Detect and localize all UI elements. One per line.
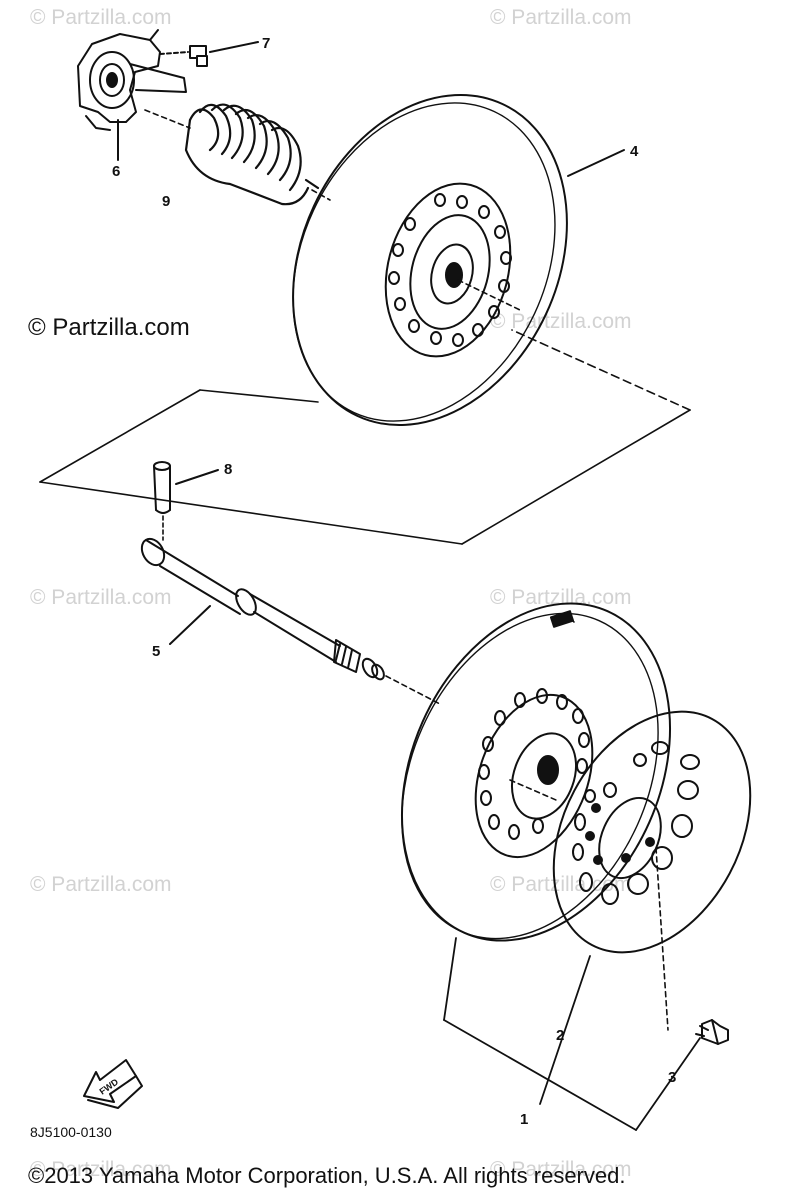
copyright-notice: ©2013 Yamaha Motor Corporation, U.S.A. A…	[28, 1163, 626, 1188]
watermark: © Partzilla.com	[30, 586, 172, 609]
watermark: © Partzilla.com	[490, 1158, 632, 1181]
watermark: © Partzilla.com	[490, 310, 632, 333]
part-3-bolt	[695, 1019, 729, 1045]
watermark-dark: © Partzilla.com	[28, 314, 190, 341]
part-4-sheave	[292, 93, 568, 427]
callout-4: 4	[630, 143, 639, 160]
leader-line-4	[567, 149, 625, 177]
watermark: © Partzilla.com	[30, 873, 172, 896]
fwd-arrow-icon	[83, 1059, 143, 1109]
watermark: © Partzilla.com	[30, 6, 172, 29]
watermark: © Partzilla.com	[30, 1158, 172, 1181]
callout-7: 7	[262, 35, 270, 52]
callout-5: 5	[152, 643, 160, 660]
part-7-bolt	[159, 41, 259, 67]
part-6-bracket	[77, 29, 187, 161]
part-5-shaft	[140, 537, 441, 705]
callout-1: 1	[520, 1111, 528, 1128]
diagram-code: 8J5100-0130	[30, 1124, 112, 1140]
watermark: © Partzilla.com	[490, 586, 632, 609]
part-8-pin	[153, 461, 219, 541]
part-1-fixed-sheave	[400, 602, 672, 942]
watermark: © Partzilla.com	[490, 873, 632, 896]
callout-9: 9	[162, 193, 170, 210]
part-2-plate	[552, 710, 752, 1031]
leader-lines-bottom	[443, 937, 701, 1131]
reference-box	[39, 329, 691, 545]
watermark: © Partzilla.com	[490, 6, 632, 29]
callout-2: 2	[556, 1027, 564, 1044]
part-9-spring	[144, 103, 331, 206]
callout-6: 6	[112, 163, 120, 180]
callout-3: 3	[668, 1069, 676, 1086]
callout-8: 8	[224, 461, 232, 478]
